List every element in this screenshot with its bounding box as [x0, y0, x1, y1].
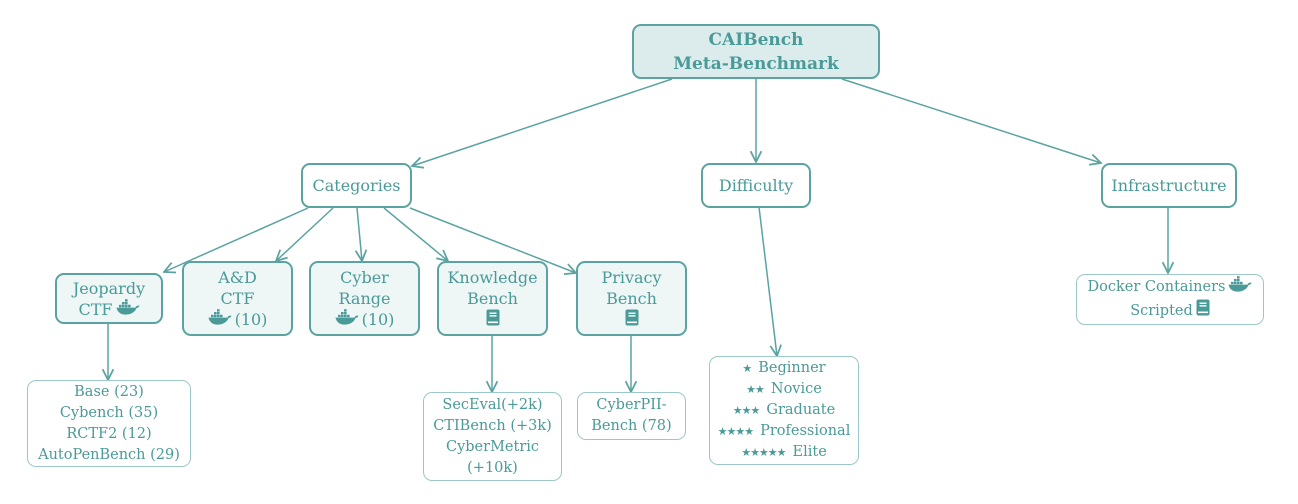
jeopardy-line-1: Jeopardy — [72, 278, 146, 298]
edge-categories-ad — [276, 207, 334, 261]
book-icon — [486, 309, 500, 331]
infrastructure-node: Infrastructure — [1101, 163, 1237, 208]
difficulty-label: Difficulty — [718, 176, 794, 195]
root-node: CAIBench Meta-Benchmark — [632, 24, 880, 79]
book-icon — [1196, 299, 1210, 323]
star-icon: ★ — [742, 362, 752, 375]
docker-icon — [208, 309, 232, 330]
list-item: Base (23) — [74, 383, 144, 400]
privacy-line-1: Privacy — [601, 267, 662, 287]
ad-ctf-node: A&D CTF (10) — [182, 261, 293, 336]
list-item: Scripted — [1130, 299, 1210, 323]
knowledge-benchmarks-list: SecEval(+2k) CTIBench (+3k) CyberMetric … — [423, 392, 562, 481]
knowledge-icon-line — [486, 309, 500, 331]
star-icon: ★★ — [746, 383, 765, 396]
edge-categories-cyber-range — [357, 207, 362, 261]
infrastructure-type-label: Docker Containers — [1087, 279, 1226, 295]
difficulty-label: Graduate — [766, 402, 836, 418]
star-icon: ★★★★★ — [741, 446, 786, 459]
list-item: Cybench (35) — [59, 404, 159, 421]
docker-icon — [116, 298, 140, 320]
list-item: ★★★ Graduate — [733, 400, 835, 421]
root-title-line-2: Meta-Benchmark — [673, 53, 839, 74]
difficulty-node: Difficulty — [701, 163, 811, 208]
edge-categories-knowledge — [383, 207, 448, 261]
ad-count: (10) — [234, 310, 268, 329]
knowledge-line-1: Knowledge — [447, 267, 538, 287]
list-item: ★★★★ Professional — [718, 421, 851, 442]
list-item: ★★ Novice — [746, 379, 822, 400]
list-item: CTIBench (+3k) — [433, 417, 552, 434]
edge-root-infrastructure — [841, 78, 1101, 163]
list-item: Docker Containers — [1088, 276, 1253, 299]
book-icon — [625, 309, 639, 331]
categories-node: Categories — [301, 163, 412, 208]
docker-icon — [1228, 276, 1252, 299]
categories-label: Categories — [312, 176, 401, 195]
list-item: (+10k) — [467, 459, 518, 476]
difficulty-label: Elite — [792, 444, 827, 460]
cyber-range-line-2: Range — [338, 289, 391, 308]
difficulty-levels-list: ★ Beginner ★★ Novice ★★★ Graduate ★★★★ Profe… — [709, 356, 859, 465]
root-title-line-1: CAIBench — [708, 29, 804, 50]
jeopardy-ctf-node: Jeopardy CTF — [55, 273, 163, 324]
list-item: CyberMetric — [445, 438, 540, 455]
list-item: Bench (78) — [591, 418, 672, 434]
list-item: ★★★★★ Elite — [741, 442, 827, 463]
ad-line-3: (10) — [208, 309, 268, 330]
list-item: CyberPII- — [596, 397, 667, 413]
infrastructure-type-label: Scripted — [1130, 302, 1193, 319]
jeopardy-ctf-label: CTF — [78, 299, 113, 319]
ad-line-2: CTF — [220, 289, 255, 308]
edge-difficulty-leaf — [758, 206, 777, 356]
jeopardy-line-2: CTF — [78, 298, 140, 320]
cyber-range-line-3: (10) — [335, 309, 395, 330]
star-icon: ★★★ — [732, 404, 761, 417]
knowledge-line-2: Bench — [467, 288, 518, 308]
knowledge-bench-node: Knowledge Bench — [437, 261, 548, 336]
docker-icon — [335, 309, 359, 330]
star-icon: ★★★★ — [717, 425, 754, 438]
jeopardy-benchmarks-list: Base (23) Cybench (35) RCTF2 (12) AutoPe… — [27, 380, 191, 467]
list-item: RCTF2 (12) — [66, 425, 152, 442]
difficulty-label: Beginner — [758, 360, 826, 376]
infrastructure-types-list: Docker Containers Scripted — [1076, 274, 1264, 325]
list-item: SecEval(+2k) — [442, 396, 543, 413]
privacy-benchmarks-list: CyberPII- Bench (78) — [577, 392, 686, 440]
infrastructure-label: Infrastructure — [1111, 176, 1227, 195]
privacy-bench-node: Privacy Bench — [576, 261, 687, 336]
list-item: ★ Beginner — [742, 358, 825, 379]
edge-root-categories — [412, 78, 673, 166]
ad-line-1: A&D — [218, 268, 257, 287]
cyber-range-line-1: Cyber — [340, 268, 389, 287]
list-item: AutoPenBench (29) — [38, 446, 180, 463]
cyber-range-count: (10) — [361, 310, 395, 329]
privacy-icon-line — [625, 309, 639, 331]
edge-categories-privacy — [409, 207, 576, 273]
difficulty-label: Novice — [770, 381, 822, 397]
difficulty-label: Professional — [760, 423, 851, 439]
privacy-line-2: Bench — [606, 288, 657, 308]
cyber-range-node: Cyber Range (10) — [309, 261, 420, 336]
